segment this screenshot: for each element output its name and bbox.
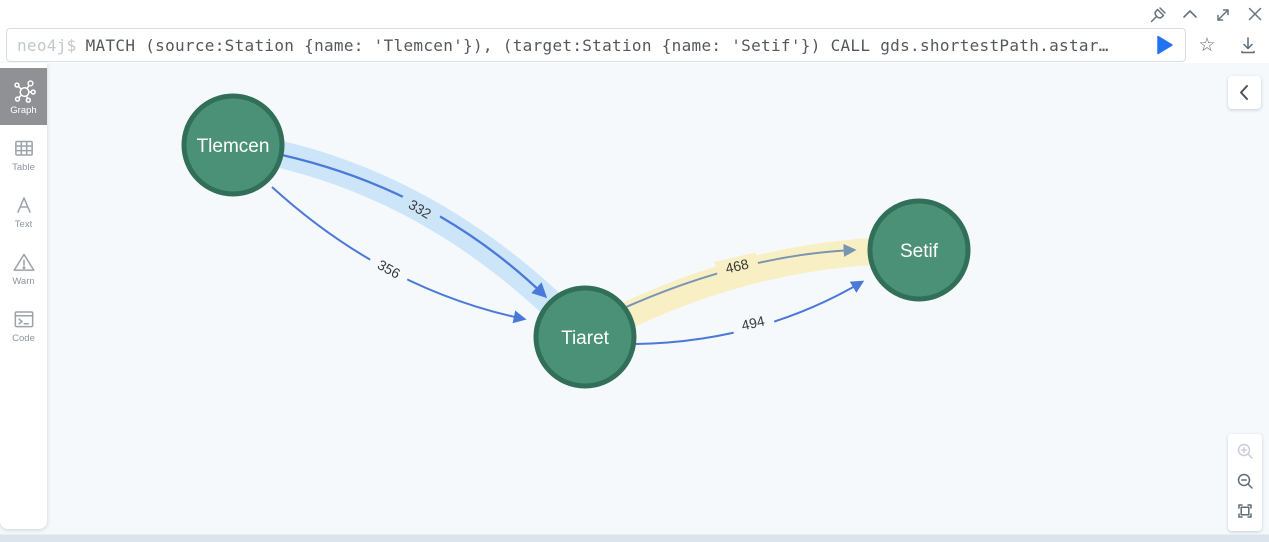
query-editor-bar[interactable]: neo4j$ MATCH (source:Station {name: 'Tle… <box>6 28 1186 62</box>
text-icon <box>16 196 31 213</box>
node-tiaret[interactable]: Tiaret <box>533 285 637 389</box>
node-setif[interactable]: Setif <box>867 198 971 302</box>
sidebar-item-text[interactable]: Text <box>0 182 47 239</box>
edge-label-356: 356 <box>366 250 412 288</box>
table-icon <box>14 140 33 156</box>
svg-text:494: 494 <box>740 313 767 334</box>
zoom-out-button[interactable] <box>1230 468 1260 496</box>
zoom-in-button[interactable] <box>1230 438 1260 466</box>
zoom-in-icon <box>1237 443 1253 459</box>
edge-label-494: 494 <box>730 309 776 337</box>
run-query-button[interactable] <box>1151 32 1177 58</box>
sidebar-label-code: Code <box>12 332 35 344</box>
zoom-controls <box>1228 434 1262 531</box>
graph-visualization: 332 356 468 494 Tlemcen Tiaret <box>181 93 971 389</box>
view-mode-sidebar: Graph Table Text <box>0 63 47 529</box>
code-terminal-icon <box>14 310 33 327</box>
sidebar-label-text: Text <box>14 218 33 230</box>
frame-titlebar <box>0 0 1269 28</box>
sidebar-item-warn[interactable]: Warn <box>0 239 47 296</box>
pin-icon[interactable] <box>1147 4 1169 24</box>
node-tlemcen[interactable]: Tlemcen <box>181 93 285 197</box>
zoom-to-fit-button[interactable] <box>1230 499 1260 527</box>
svg-text:Tiaret: Tiaret <box>561 328 610 349</box>
graph-icon <box>13 79 36 103</box>
collapse-icon[interactable] <box>1179 4 1201 24</box>
edge-label-468: 468 <box>714 252 760 280</box>
favorite-star-icon[interactable]: ☆ <box>1194 33 1220 59</box>
path-highlight-tlemcen-tiaret <box>230 131 595 347</box>
sidebar-label-graph: Graph <box>10 104 37 116</box>
sidebar-label-warn: Warn <box>12 275 35 287</box>
sidebar-item-code[interactable]: Code <box>0 296 47 353</box>
expand-icon[interactable] <box>1212 4 1234 24</box>
zoom-out-icon <box>1237 473 1253 489</box>
close-icon[interactable] <box>1244 4 1266 24</box>
svg-text:Setif: Setif <box>900 241 939 262</box>
svg-text:468: 468 <box>724 256 751 277</box>
warning-icon <box>12 253 35 271</box>
download-icon[interactable] <box>1235 33 1261 59</box>
editor-prompt: neo4j$ <box>17 35 77 55</box>
sidebar-item-table[interactable]: Table <box>0 125 47 182</box>
sidebar-item-graph[interactable]: Graph <box>0 68 47 125</box>
chevron-left-icon <box>1240 85 1248 100</box>
svg-text:Tlemcen: Tlemcen <box>197 136 270 157</box>
zoom-to-fit-icon <box>1238 504 1252 519</box>
frame-bottom-edge <box>0 534 1269 542</box>
graph-canvas[interactable]: 332 356 468 494 Tlemcen Tiaret <box>0 63 1269 534</box>
sidebar-label-table: Table <box>12 161 35 173</box>
query-text[interactable]: MATCH (source:Station {name: 'Tlemcen'})… <box>85 35 1109 55</box>
panel-collapse-button[interactable] <box>1228 76 1261 109</box>
